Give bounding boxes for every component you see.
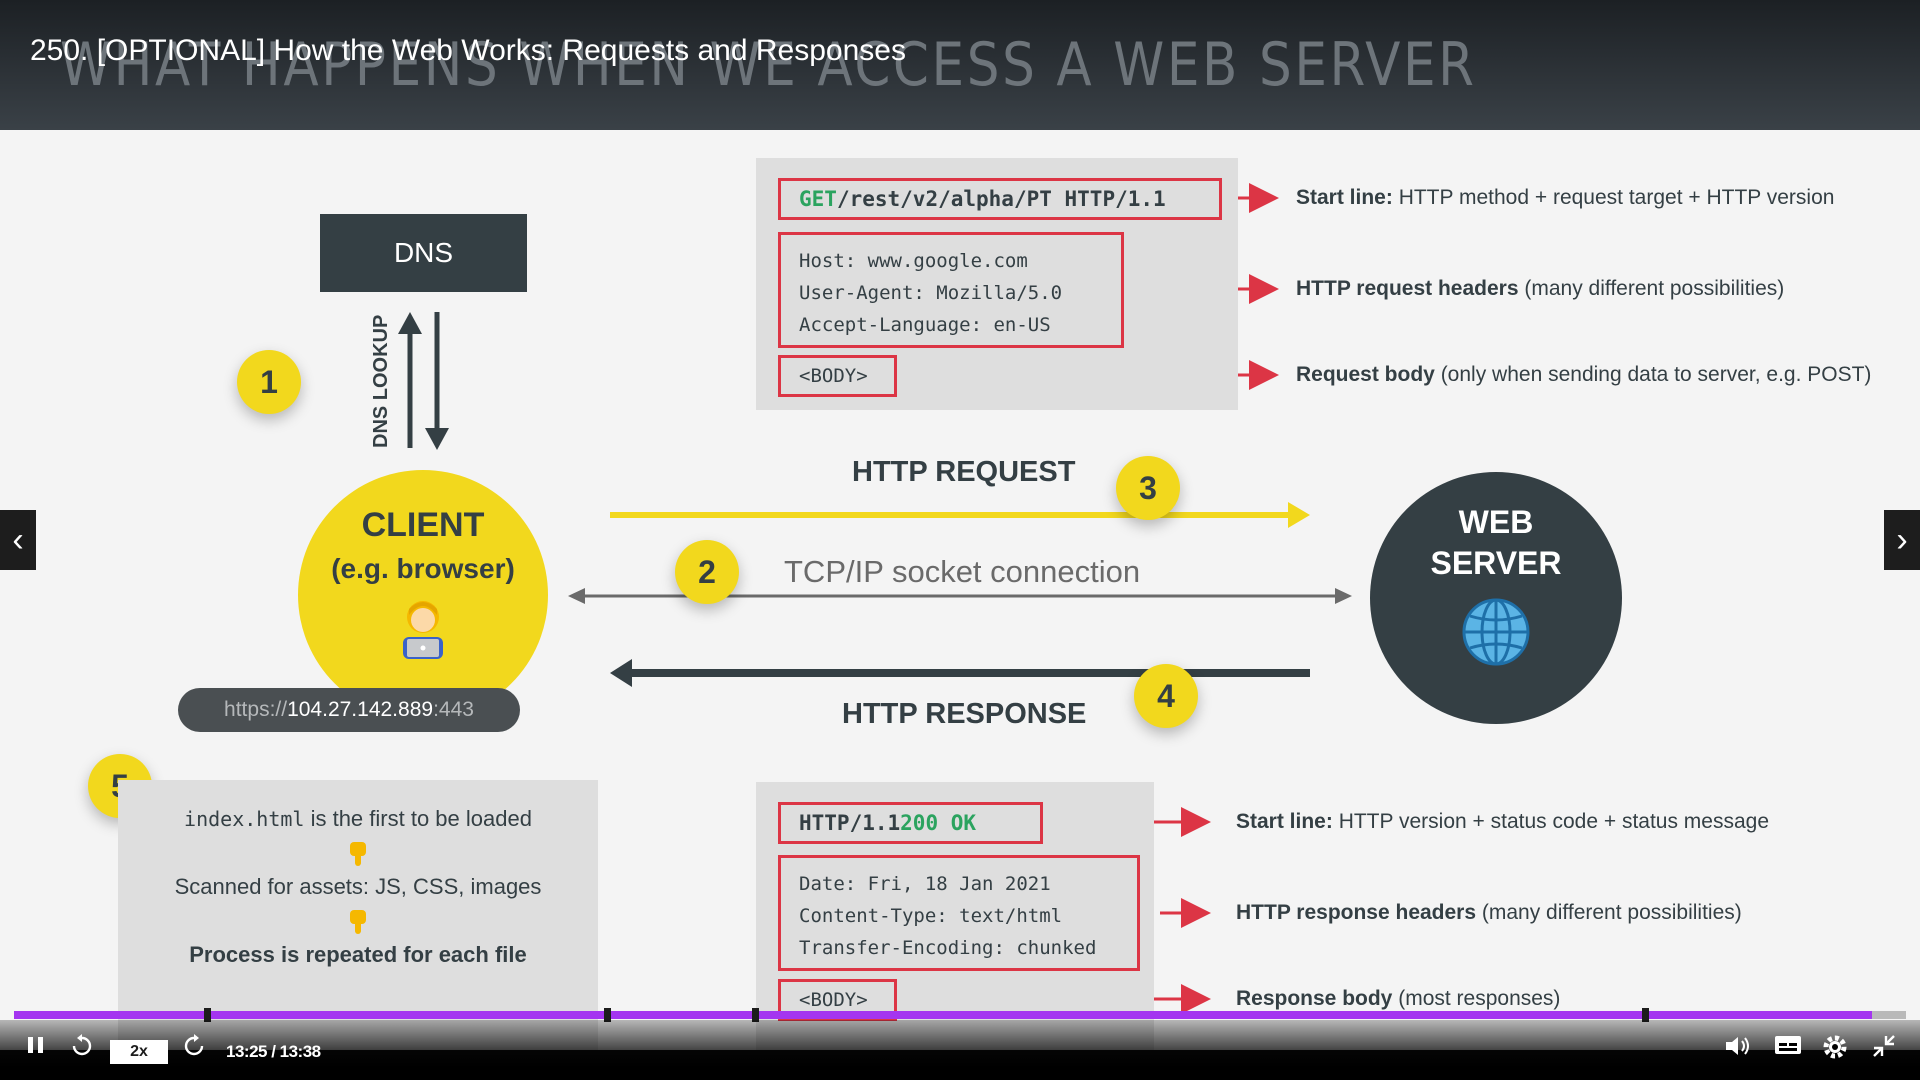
chapter-marker [604, 1008, 611, 1022]
globe-icon [1462, 598, 1530, 666]
playback-speed-button[interactable]: 2x [110, 1040, 168, 1064]
request-start-line: GET /rest/v2/alpha/PT HTTP/1.1 [778, 178, 1222, 220]
person-with-laptop-icon [393, 595, 453, 659]
rewind-icon [72, 1034, 92, 1056]
annotation-text: (many different possibilities) [1518, 277, 1785, 300]
response-panel [756, 782, 1154, 1050]
step-badge-1: 1 [237, 350, 301, 414]
web-server-circle: WEB SERVER [1370, 472, 1622, 724]
pause-button[interactable] [26, 1034, 46, 1061]
client-title: CLIENT [361, 506, 485, 544]
dns-lookup-arrows [398, 312, 449, 450]
request-start-annotation: Start line: HTTP method + request target… [1296, 186, 1834, 210]
annotation-bold: Response body [1236, 987, 1393, 1010]
step-badge-3: 3 [1116, 456, 1180, 520]
gear-icon [1823, 1035, 1847, 1059]
exit-fullscreen-button[interactable] [1872, 1034, 1896, 1063]
step-badge-4: 4 [1134, 664, 1198, 728]
request-body-annotation: Request body (only when sending data to … [1296, 363, 1871, 387]
request-target: /rest/v2/alpha/PT HTTP/1.1 [836, 187, 1166, 211]
response-headers: Date: Fri, 18 Jan 2021 Content-Type: tex… [778, 855, 1140, 971]
chapter-marker [1642, 1008, 1649, 1022]
url-port: :443 [433, 698, 474, 721]
pointing-down-icon [348, 840, 368, 866]
client-circle: CLIENT (e.g. browser) [298, 470, 548, 720]
annotation-bold: Request body [1296, 363, 1435, 386]
request-body: <BODY> [778, 355, 897, 397]
request-panel [756, 158, 1238, 410]
title-bar: WHAT HAPPENS WHEN WE ACCESS A WEB SERVER… [0, 0, 1920, 130]
http-request-arrow [610, 502, 1310, 528]
http-response-arrow [610, 659, 1310, 687]
http-response-label: HTTP RESPONSE [842, 698, 1087, 730]
chevron-left-icon: ‹ [12, 520, 24, 559]
captions-button[interactable] [1774, 1034, 1802, 1061]
server-title-line1: WEB [1458, 504, 1534, 540]
response-start-line: HTTP/1.1 200 OK [778, 802, 1043, 844]
rewind-button[interactable] [70, 1034, 94, 1063]
assets-line-1-text: is the first to be loaded [304, 806, 532, 831]
request-method: GET [799, 187, 837, 211]
forward-button[interactable] [182, 1034, 206, 1063]
client-url: https://104.27.142.889:443 [178, 688, 520, 732]
response-status: 200 OK [900, 811, 977, 835]
http-request-label: HTTP REQUEST [852, 456, 1076, 488]
assets-line-1: index.html is the first to be loaded [118, 806, 598, 832]
assets-box: index.html is the first to be loaded Sca… [118, 780, 598, 1050]
client-subtitle: (e.g. browser) [331, 553, 515, 584]
annotation-bold: Start line: [1296, 186, 1393, 209]
annotation-bold: Start line: [1236, 810, 1333, 833]
annotation-text: (most responses) [1392, 987, 1561, 1010]
assets-line-3: Process is repeated for each file [189, 942, 527, 967]
annotation-bold: HTTP request headers [1296, 277, 1519, 300]
video-progress-bar[interactable] [14, 1008, 1906, 1022]
response-version: HTTP/1.1 [799, 811, 901, 835]
volume-button[interactable] [1724, 1034, 1752, 1063]
url-scheme: https:// [224, 698, 288, 721]
dns-box: DNS [320, 214, 527, 292]
pause-icon [28, 1037, 43, 1053]
next-slide-button[interactable]: › [1884, 510, 1920, 570]
slide-heading: WHAT HAPPENS WHEN WE ACCESS A WEB SERVER [60, 30, 1477, 100]
progress-fill [14, 1011, 1872, 1019]
dns-lookup-label: DNS LOOKUP [370, 314, 392, 448]
annotation-bold: HTTP response headers [1236, 901, 1477, 924]
pointing-down-icon [348, 908, 368, 934]
server-title-line2: SERVER [1430, 545, 1562, 581]
response-start-annotation: Start line: HTTP version + status code +… [1236, 810, 1769, 834]
response-headers-annotation: HTTP response headers (many different po… [1236, 901, 1742, 925]
assets-line-2: Scanned for assets: JS, CSS, images [174, 874, 542, 899]
request-headers-annotation: HTTP request headers (many different pos… [1296, 277, 1784, 301]
response-body-annotation: Response body (most responses) [1236, 987, 1560, 1011]
tcp-ip-label: TCP/IP socket connection [784, 554, 1141, 589]
annotation-text: HTTP method + request target + HTTP vers… [1392, 186, 1835, 209]
step-badge-2: 2 [675, 540, 739, 604]
response-body: <BODY> [778, 979, 897, 1021]
player-controls: 2x 13:25 / 13:38 [0, 1020, 1920, 1080]
previous-slide-button[interactable]: ‹ [0, 510, 36, 570]
request-headers: Host: www.google.com User-Agent: Mozilla… [778, 232, 1124, 348]
time-display: 13:25 / 13:38 [226, 1042, 321, 1061]
settings-button[interactable] [1822, 1034, 1848, 1065]
annotation-text: (only when sending data to server, e.g. … [1434, 363, 1872, 386]
lecture-title: 250. [OPTIONAL] How the Web Works: Reque… [30, 34, 906, 67]
annotation-text: HTTP version + status code + status mess… [1332, 810, 1770, 833]
volume-icon [1726, 1037, 1749, 1055]
captions-icon [1775, 1036, 1801, 1054]
forward-icon [184, 1034, 204, 1056]
chapter-marker [752, 1008, 759, 1022]
chapter-marker [204, 1008, 211, 1022]
exit-fullscreen-icon [1873, 1035, 1895, 1057]
annotation-text: (many different possibilities) [1476, 901, 1742, 924]
chevron-right-icon: › [1896, 520, 1908, 559]
slide: DNS DNS LOOKUP 1 2 3 4 5 CLIENT (e.g. br… [0, 130, 1920, 1050]
index-html-text: index.html [184, 807, 305, 831]
url-host: 104.27.142.889 [287, 698, 434, 721]
